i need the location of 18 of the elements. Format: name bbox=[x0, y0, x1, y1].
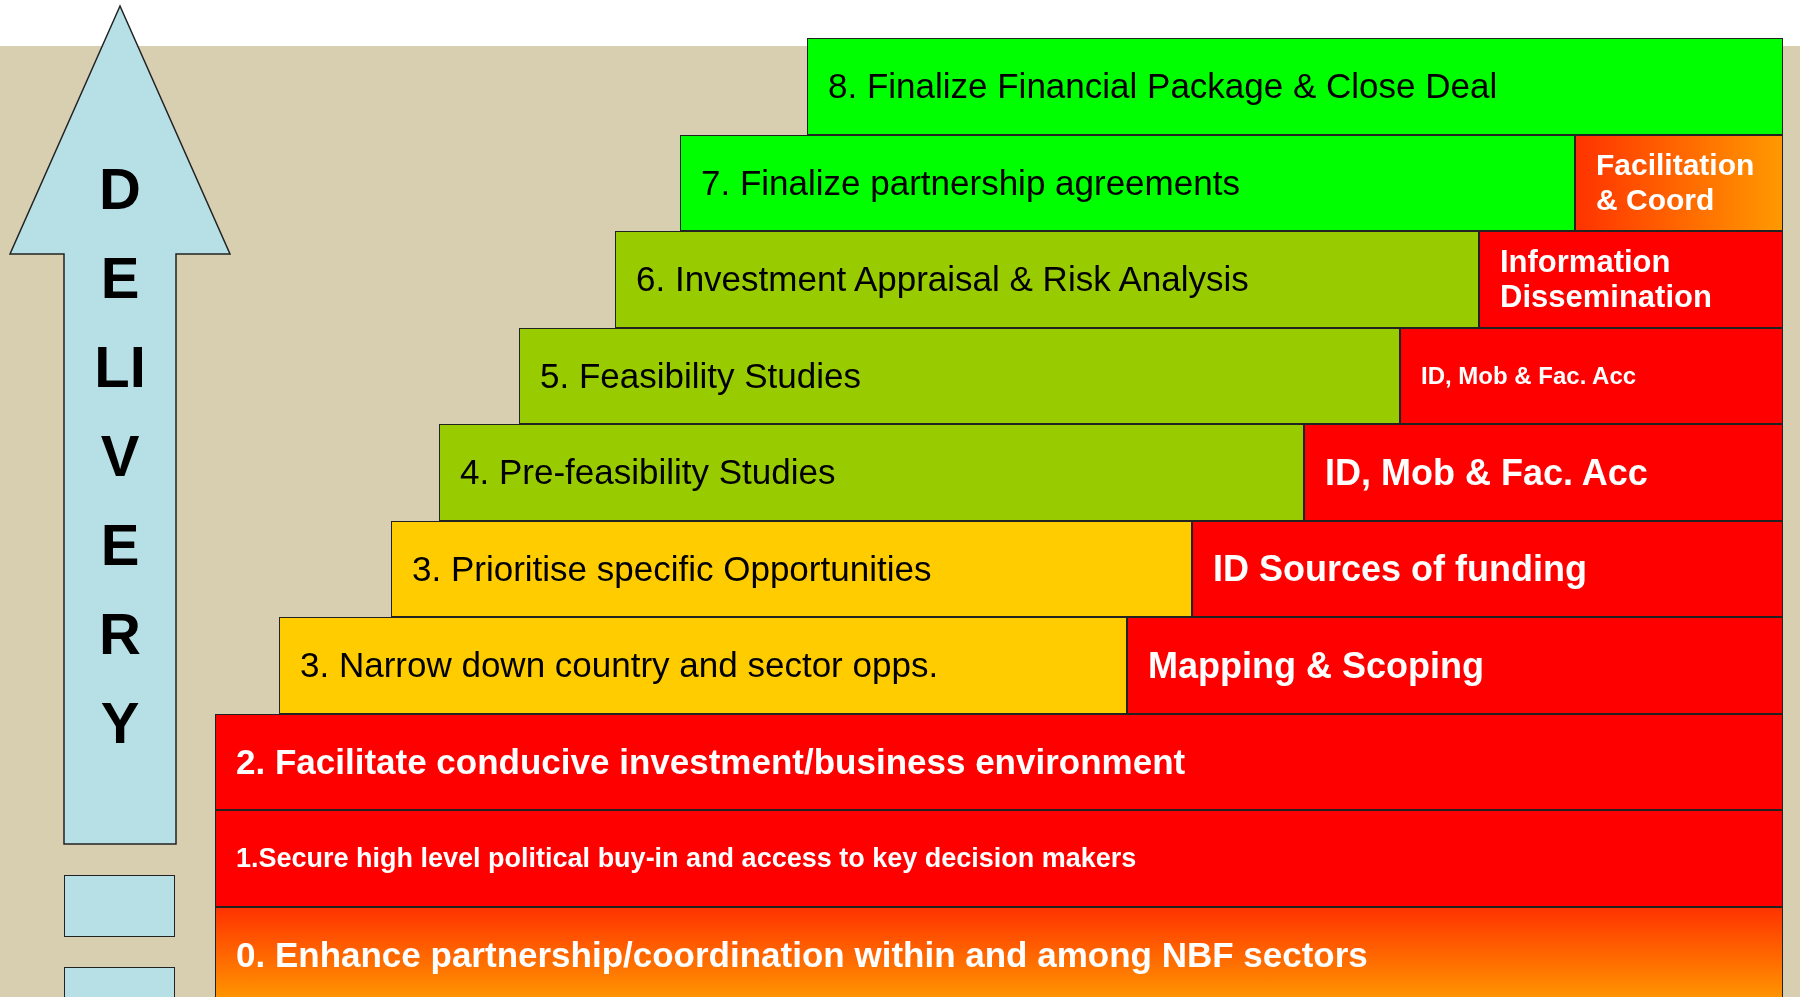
step-bar: 8. Finalize Financial Package & Close Deal bbox=[807, 38, 1783, 135]
step-bar: 6. Investment Appraisal & Risk Analysis bbox=[615, 231, 1479, 328]
empty-box bbox=[64, 875, 175, 937]
step-bar: 5. Feasibility Studies bbox=[519, 327, 1400, 424]
activity-box: Mapping & Scoping bbox=[1127, 617, 1783, 714]
activity-box: ID, Mob & Fac. Acc bbox=[1400, 327, 1783, 424]
step-bar: 3. Prioritise specific Opportunities bbox=[391, 520, 1192, 617]
step-bar: 7. Finalize partnership agreements bbox=[680, 134, 1575, 231]
step-bar: 1.Secure high level political buy-in and access to key decision makers bbox=[215, 810, 1783, 907]
step-bar: 0. Enhance partnership/coordination within and among NBF sectors bbox=[215, 906, 1783, 997]
activity-box: ID Sources of funding bbox=[1192, 520, 1783, 617]
vertical-label: DELIVERY bbox=[93, 155, 147, 757]
step-bar: 4. Pre-feasibility Studies bbox=[439, 424, 1304, 521]
step-bar: 3. Narrow down country and sector opps. bbox=[279, 617, 1127, 714]
activity-box: Information Dissemination bbox=[1479, 231, 1783, 328]
activity-box: ID, Mob & Fac. Acc bbox=[1304, 424, 1783, 521]
step-bar: 2. Facilitate conducive investment/business environment bbox=[215, 713, 1783, 810]
activity-box: Facilitation & Coord bbox=[1575, 134, 1783, 231]
